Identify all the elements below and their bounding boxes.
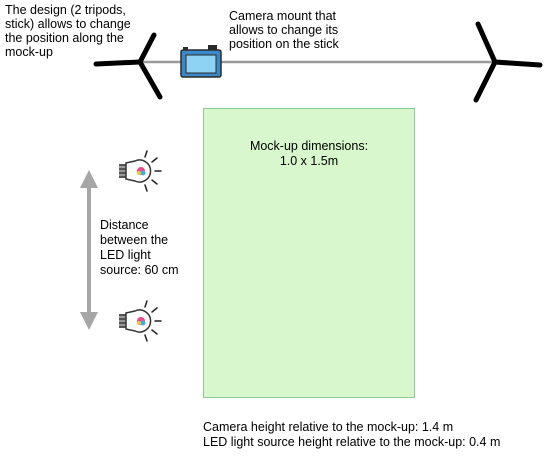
design-note-line: the position along the [5, 31, 124, 45]
mockup-label-line: Mock-up dimensions: [249, 139, 369, 153]
design-note: The design (2 tripods, stick) allows to … [5, 3, 131, 59]
double-arrow-icon [80, 170, 98, 330]
led-height-note: LED light source height relative to the … [203, 435, 501, 449]
distance-note-line: Distance [100, 218, 149, 232]
camera-note-line: Camera mount that [229, 9, 336, 23]
camera-note-line: position on the stick [229, 37, 339, 51]
led-bulb-icon [119, 150, 162, 192]
distance-note: Distance between the LED light source: 6… [100, 218, 179, 278]
distance-note-line: source: 60 cm [100, 263, 179, 277]
camera-height-note: Camera height relative to the mock-up: 1… [203, 420, 454, 434]
design-note-line: The design (2 tripods, [5, 3, 126, 17]
distance-note-line: LED light [100, 248, 151, 262]
distance-note-line: between the [100, 233, 169, 247]
led-bulb-icon [119, 300, 162, 342]
mockup-dimensions-label: Mock-up dimensions: 1.0 x 1.5m [204, 139, 414, 169]
tripod-icon [473, 21, 543, 103]
camera-icon [180, 45, 222, 78]
camera-mount-note: Camera mount that allows to change its p… [229, 9, 339, 51]
tripod-icon [93, 32, 163, 100]
footer-notes: Camera height relative to the mock-up: 1… [203, 420, 500, 450]
mockup-area: Mock-up dimensions: 1.0 x 1.5m [203, 108, 415, 398]
design-note-line: stick) allows to change [5, 17, 131, 31]
camera-note-line: allows to change its [229, 23, 339, 37]
mockup-label-line: 1.0 x 1.5m [279, 154, 339, 168]
design-note-line: mock-up [5, 45, 53, 59]
